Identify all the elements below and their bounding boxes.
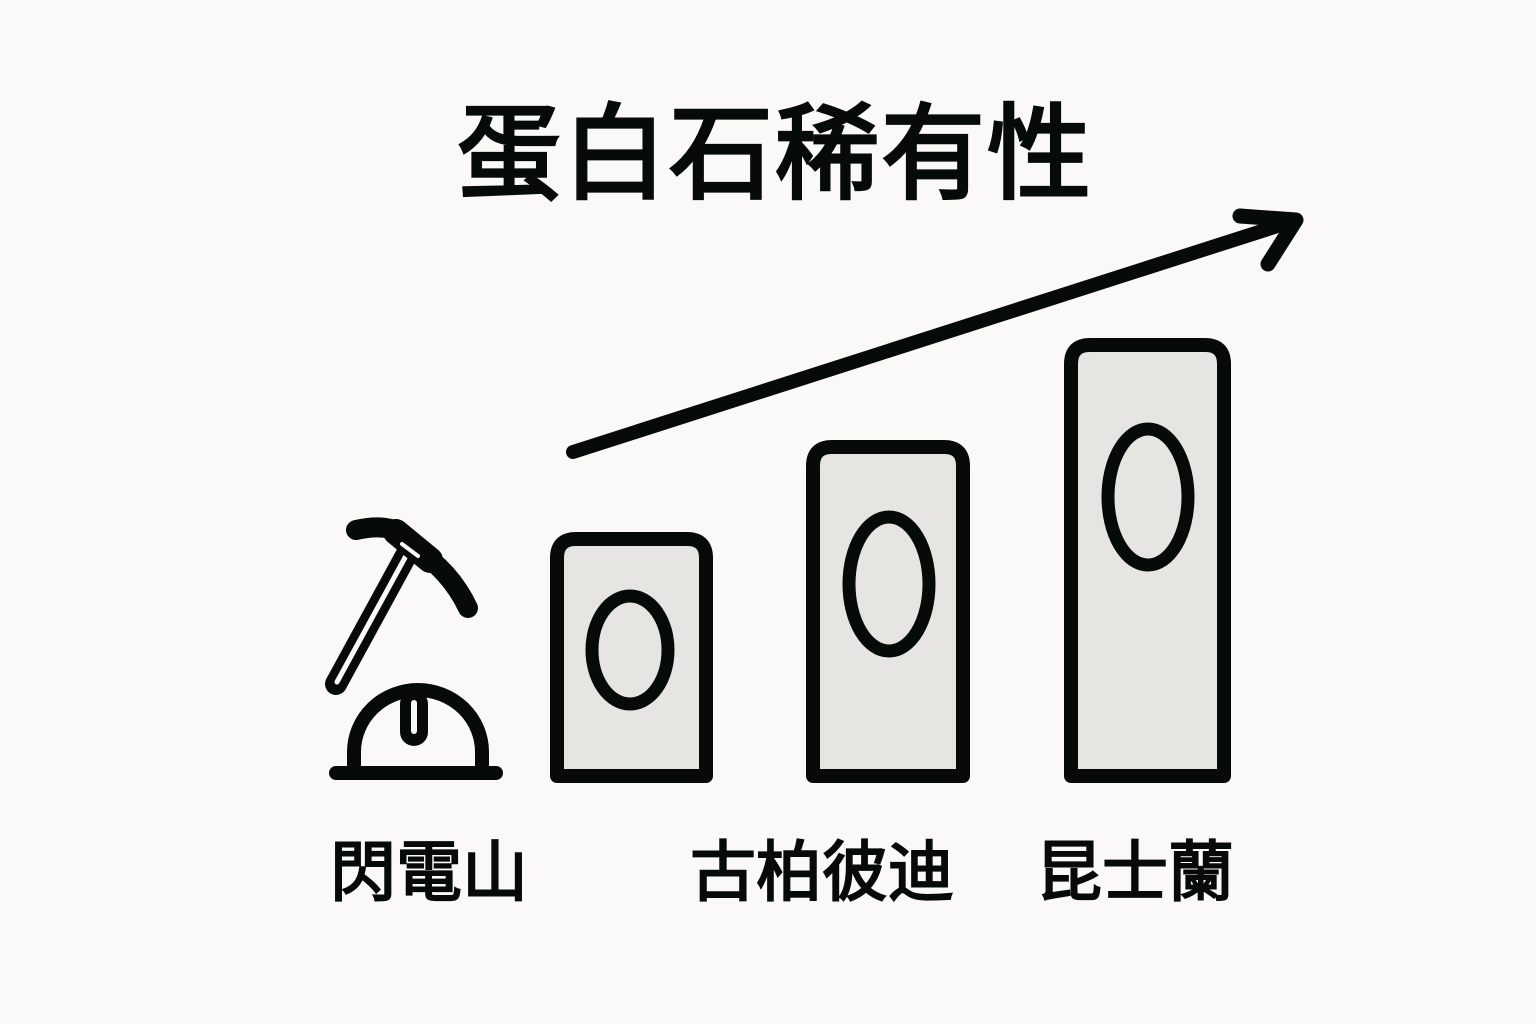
label-lightning-ridge: 閃電山 bbox=[330, 834, 528, 911]
label-queensland: 昆士蘭 bbox=[1036, 834, 1234, 911]
pickaxe-and-hardhat-icon bbox=[325, 517, 503, 780]
rarity-bar-3 bbox=[1064, 338, 1231, 783]
opal-oval-icon bbox=[842, 510, 936, 658]
pickaxe-icon bbox=[325, 517, 478, 695]
upward-trend-arrow-icon bbox=[566, 208, 1304, 459]
rarity-bar-2 bbox=[806, 440, 970, 783]
opal-oval-icon bbox=[585, 589, 675, 711]
rarity-bar-1 bbox=[550, 532, 713, 783]
opal-oval-icon bbox=[1101, 422, 1195, 572]
diagram-title: 蛋白石稀有性 bbox=[456, 93, 1093, 215]
hardhat-icon bbox=[329, 683, 503, 780]
label-coober-pedy: 古柏彼迪 bbox=[690, 834, 954, 911]
